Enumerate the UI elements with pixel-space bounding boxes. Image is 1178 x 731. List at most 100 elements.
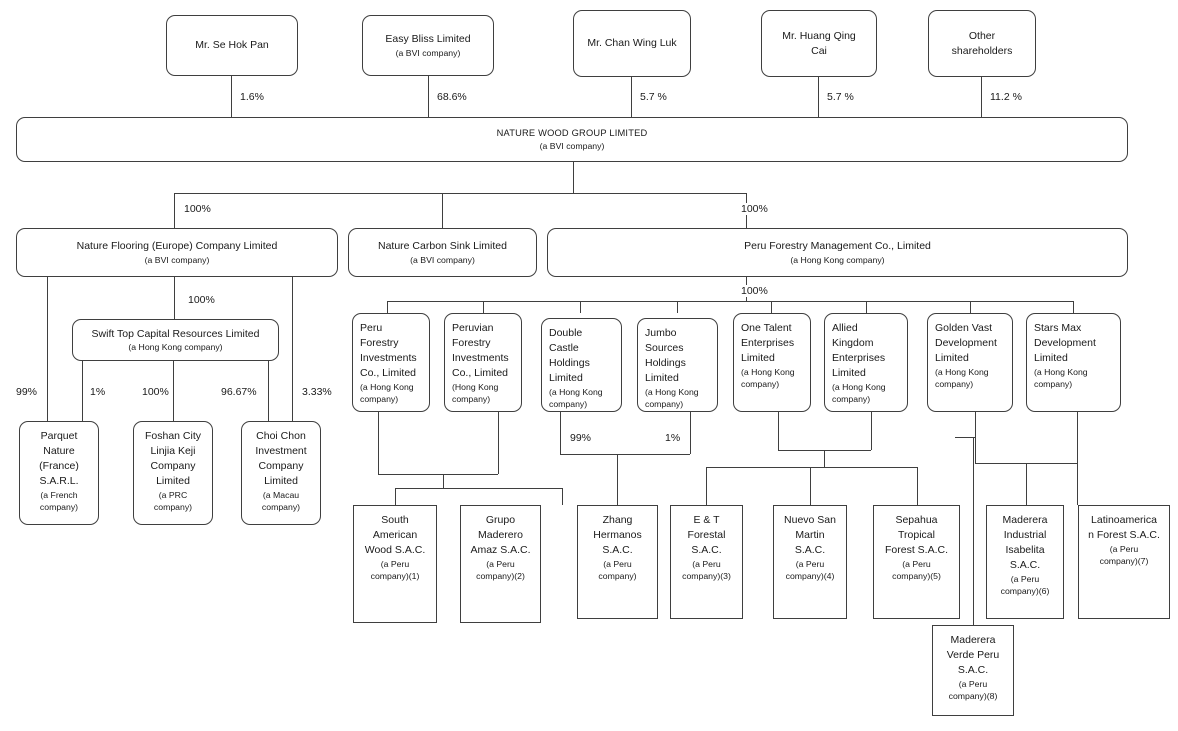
connector-jumbo-down xyxy=(690,412,691,454)
box-latinoamerican-forest[interactable]: Latinoamerica n Forest S.A.C. (a Peru co… xyxy=(1078,505,1170,619)
tier2-box-peru-forestry-management[interactable]: Peru Forestry Management Co., Limited (a… xyxy=(547,228,1128,277)
connector-fi-stem xyxy=(443,474,444,488)
company-sub: (a Peru company)(2) xyxy=(476,558,525,581)
pct-huang-qing-cai: 5.7 % xyxy=(825,91,856,103)
connector-to-zhang-hermanos xyxy=(617,454,618,505)
shareholder-name: Other xyxy=(968,29,996,42)
box-grupo-maderero-amaz[interactable]: Grupo Maderero Amaz S.A.C. (a Peru compa… xyxy=(460,505,541,623)
box-one-talent-enterprises[interactable]: One Talent Enterprises Limited (a Hong K… xyxy=(733,313,811,412)
connector-chan-wing-luk xyxy=(631,77,632,117)
connector-peru-fi-down xyxy=(378,412,379,474)
shareholder-box-chan-wing-luk[interactable]: Mr. Chan Wing Luk xyxy=(573,10,691,77)
company-name: South American Wood S.A.C. xyxy=(364,514,426,556)
company-name: Golden Vast Development Limited xyxy=(935,322,997,364)
company-name: E & T Forestal S.A.C. xyxy=(687,514,726,556)
company-name: Maderera Verde Peru S.A.C. xyxy=(946,634,1000,676)
tier2-box-nature-flooring-europe[interactable]: Nature Flooring (Europe) Company Limited… xyxy=(16,228,338,277)
connector-tier2-bus xyxy=(174,193,746,194)
box-zhang-hermanos[interactable]: Zhang Hermanos S.A.C. (a Peru company) xyxy=(577,505,658,619)
connector-flooring-to-parquet-99 xyxy=(47,277,48,421)
connector-to-sepahua-tropical xyxy=(917,467,918,505)
box-south-american-wood[interactable]: South American Wood S.A.C. (a Peru compa… xyxy=(353,505,437,623)
connector-peru-subs-bus xyxy=(387,301,1074,302)
connector-flooring-to-choi-chon-333 xyxy=(292,277,293,421)
company-name: Latinoamerica n Forest S.A.C. xyxy=(1088,514,1160,541)
company-sub: (a Hong Kong company) xyxy=(549,386,603,409)
box-foshan-city-linjia-keji[interactable]: Foshan City Linjia Keji Company Limited … xyxy=(133,421,213,525)
connector-golden-vast-down xyxy=(975,412,976,463)
connector-fi-split-bus xyxy=(395,488,562,489)
shareholder-name: Mr. Se Hok Pan xyxy=(195,39,269,52)
pct-chan-wing-luk: 5.7 % xyxy=(638,91,669,103)
shareholder-box-easy-bliss[interactable]: Easy Bliss Limited (a BVI company) xyxy=(362,15,494,76)
parent-company-name: NATURE WOOD GROUP LIMITED xyxy=(496,127,648,138)
parent-company-sub: (a BVI company) xyxy=(539,141,605,152)
company-sub: (a Hong Kong company) xyxy=(360,381,414,404)
connector-one-talent-down xyxy=(778,412,779,450)
shareholder-box-other-shareholders[interactable]: Other shareholders xyxy=(928,10,1036,77)
connector-to-maderera-industrial xyxy=(1026,463,1027,505)
box-jumbo-sources-holdings[interactable]: Jumbo Sources Holdings Limited (a Hong K… xyxy=(637,318,718,412)
shareholder-sub: (a BVI company) xyxy=(395,47,461,58)
pct-se-hok-pan: 1.6% xyxy=(238,91,266,103)
pct-peru-forestry-mgmt: 100% xyxy=(739,203,770,215)
connector-easy-bliss xyxy=(428,76,429,117)
company-sub: (a Hong Kong company) xyxy=(790,254,885,265)
box-golden-vast-development[interactable]: Golden Vast Development Limited (a Hong … xyxy=(927,313,1013,412)
connector-se-hok-pan xyxy=(231,76,232,117)
connector-double-castle-down xyxy=(560,412,561,454)
company-sub: (a Macau company) xyxy=(261,489,301,512)
box-peru-forestry-investments[interactable]: Peru Forestry Investments Co., Limited (… xyxy=(352,313,430,412)
connector-to-one-talent xyxy=(771,301,772,313)
box-maderera-verde-peru[interactable]: Maderera Verde Peru S.A.C. (a Peru compa… xyxy=(932,625,1014,716)
connector-swift-to-foshan-100 xyxy=(173,361,174,421)
box-sepahua-tropical-forest[interactable]: Sepahua Tropical Forest S.A.C. (a Peru c… xyxy=(873,505,960,619)
box-maderera-industrial-isabelita[interactable]: Maderera Industrial Isabelita S.A.C. (a … xyxy=(986,505,1064,619)
box-nuevo-san-martin[interactable]: Nuevo San Martin S.A.C. (a Peru company)… xyxy=(773,505,847,619)
connector-to-stars-max xyxy=(1073,301,1074,313)
box-stars-max-development[interactable]: Stars Max Development Limited (a Hong Ko… xyxy=(1026,313,1121,412)
pct-other-shareholders: 11.2 % xyxy=(988,91,1024,103)
pct-foshan-100: 100% xyxy=(140,386,171,398)
company-sub: (a BVI company) xyxy=(144,254,210,265)
connector-parent-stem xyxy=(573,162,574,193)
pct-swift-100: 100% xyxy=(186,294,217,306)
company-sub: (a Peru company)(6) xyxy=(1000,573,1050,596)
box-parquet-nature-france[interactable]: Parquet Nature (France) S.A.R.L. (a Fren… xyxy=(19,421,99,525)
connector-operating-bus-right xyxy=(706,467,917,468)
connector-to-golden-vast xyxy=(970,301,971,313)
box-choi-chon-investment[interactable]: Choi Chon Investment Company Limited (a … xyxy=(241,421,321,525)
connector-other-shareholders xyxy=(981,77,982,117)
company-name: Maderera Industrial Isabelita S.A.C. xyxy=(1002,514,1048,571)
company-name: Nature Carbon Sink Limited xyxy=(378,240,507,253)
box-et-forestal[interactable]: E & T Forestal S.A.C. (a Peru company)(3… xyxy=(670,505,743,619)
connector-to-double-castle xyxy=(580,301,581,313)
connector-to-grupo-maderero xyxy=(562,488,563,505)
box-double-castle-holdings[interactable]: Double Castle Holdings Limited (a Hong K… xyxy=(541,318,622,412)
connector-fi-join xyxy=(378,474,498,475)
company-sub: (a Hong Kong company) xyxy=(935,366,989,389)
box-peruvian-forestry-investments[interactable]: Peruvian Forestry Investments Co., Limit… xyxy=(444,313,522,412)
company-name: Nature Flooring (Europe) Company Limited xyxy=(76,240,278,253)
pct-nature-flooring: 100% xyxy=(182,203,213,215)
company-sub: (a Hong Kong company) xyxy=(1034,366,1088,389)
shareholder-box-se-hok-pan[interactable]: Mr. Se Hok Pan xyxy=(166,15,298,76)
box-swift-top-capital[interactable]: Swift Top Capital Resources Limited (a H… xyxy=(72,319,279,361)
box-allied-kingdom-enterprises[interactable]: Allied Kingdom Enterprises Limited (a Ho… xyxy=(824,313,908,412)
connector-to-latinoamerican-forest xyxy=(1077,463,1078,505)
shareholder-box-huang-qing-cai[interactable]: Mr. Huang Qing Cai xyxy=(761,10,877,77)
tier2-box-nature-carbon-sink[interactable]: Nature Carbon Sink Limited (a BVI compan… xyxy=(348,228,537,277)
shareholder-name: Mr. Chan Wing Luk xyxy=(587,37,677,50)
company-sub: (a Peru company)(3) xyxy=(682,558,731,581)
connector-swift-to-choi-chon-9667 xyxy=(268,361,269,421)
company-sub: (Hong Kong company) xyxy=(452,381,499,404)
company-name: Foshan City Linjia Keji Company Limited xyxy=(144,430,202,487)
company-name: One Talent Enterprises Limited xyxy=(741,322,795,364)
company-sub: (a Hong Kong company) xyxy=(645,386,699,409)
pct-parquet-1: 1% xyxy=(88,386,108,398)
parent-company-box[interactable]: NATURE WOOD GROUP LIMITED (a BVI company… xyxy=(16,117,1128,162)
connector-to-et-forestal xyxy=(706,467,707,505)
pct-choi-chon-333: 3.33% xyxy=(300,386,334,398)
connector-to-peru-forestry-inv xyxy=(387,301,388,313)
